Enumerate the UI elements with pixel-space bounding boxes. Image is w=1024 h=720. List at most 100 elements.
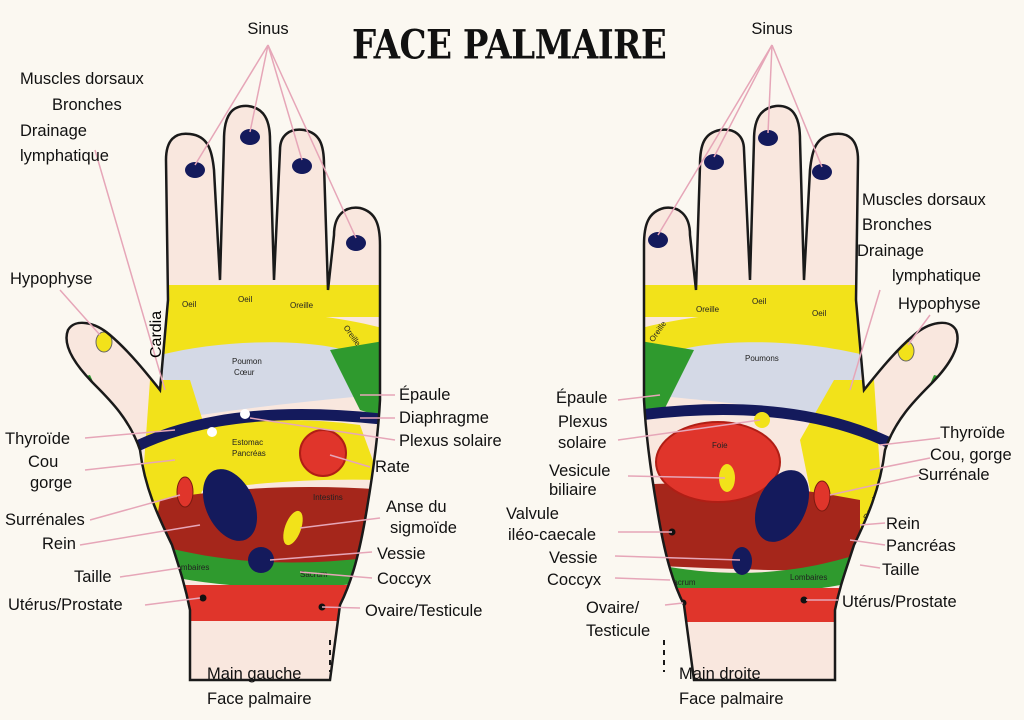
right-label-valvule-2: iléo-caecale — [508, 526, 597, 544]
left-zone-pancreas: Pancréas — [232, 449, 266, 458]
left-bladder-spot — [248, 547, 274, 573]
right-label-muscles-dorsaux: Muscles dorsaux — [862, 191, 986, 209]
left-label-sigmoide: sigmoïde — [390, 519, 457, 537]
right-caption-line2: Face palmaire — [679, 690, 784, 708]
right-label-plexus-2: solaire — [558, 434, 607, 452]
right-label-vesicule-2: biliaire — [549, 481, 597, 499]
right-lung-zone — [649, 342, 864, 420]
page-title: FACE PALMAIRE — [352, 22, 667, 70]
left-sinus-dot-4 — [346, 235, 366, 251]
left-uterus-dot — [199, 594, 207, 602]
left-shoulder-zone — [330, 340, 381, 420]
right-label-ovaire-1: Ovaire/ — [586, 599, 640, 617]
right-label-epaule: Épaule — [556, 389, 608, 407]
left-label-uterus: Utérus/Prostate — [8, 596, 123, 614]
right-shoulder-zone — [644, 340, 694, 420]
left-label-plexus: Plexus solaire — [399, 432, 502, 450]
left-zone-dorsales: Dorsales — [108, 455, 130, 487]
left-zone-cervicales: Cervicales — [78, 389, 102, 427]
left-sigmoid-spot — [283, 510, 303, 546]
left-zone-oeil-1: Oeil — [182, 300, 196, 309]
right-kidney-blob — [754, 470, 810, 542]
right-label-surrenale: Surrénale — [918, 466, 990, 484]
left-zone-lombaires: Lombaires — [172, 563, 209, 572]
right-hand: Oreille Oreille Oeil Oeil Poumons Foie S… — [614, 44, 959, 682]
right-label-valvule-1: Valvule — [506, 505, 559, 523]
left-zone-oeil-2: Oeil — [238, 295, 252, 304]
right-leader-lines — [614, 44, 941, 606]
right-label-cou-gorge: Cou, gorge — [930, 446, 1012, 464]
right-uterus-dot — [800, 596, 808, 604]
right-label-drainage: Drainage — [857, 242, 924, 260]
right-caption-line1: Main droite — [679, 665, 761, 683]
left-thumb-zone — [140, 380, 215, 520]
left-zone-oreille-1: Oreille — [290, 301, 314, 310]
left-spleen-spot — [299, 429, 347, 477]
left-caption-line1: Main gauche — [207, 665, 302, 683]
right-bladder-spot — [732, 547, 752, 575]
right-label-sinus: Sinus — [751, 20, 793, 38]
left-lung-zone — [160, 342, 375, 420]
left-label-diaphragme: Diaphragme — [399, 409, 489, 427]
left-adrenal-spot — [176, 476, 194, 508]
right-label-ovaire-2: Testicule — [586, 622, 651, 640]
left-plexus-dot-2 — [240, 409, 250, 419]
left-label-muscles-dorsaux: Muscles dorsaux — [20, 70, 144, 88]
left-label-taille: Taille — [74, 568, 112, 586]
right-label-uterus: Utérus/Prostate — [842, 593, 957, 611]
left-label-rate: Rate — [375, 458, 410, 476]
right-label-thyroide: Thyroïde — [940, 424, 1006, 442]
left-label-sinus: Sinus — [247, 20, 289, 38]
right-zone-foie: Foie — [712, 441, 728, 450]
right-zone-oreille-2: Oreille — [696, 305, 720, 314]
right-zone-poumons: Poumons — [745, 354, 779, 363]
right-label-taille: Taille — [882, 561, 920, 579]
left-zone-poumon: Poumon — [232, 357, 262, 366]
left-label-thyroide: Thyroïde — [5, 430, 71, 448]
left-leader-lines — [59, 44, 396, 609]
left-label-surrenales: Surrénales — [5, 511, 85, 529]
right-zone-sacrum: Sacrum — [668, 578, 696, 587]
left-zone-coeur: Cœur — [234, 368, 255, 377]
left-kidney-blob — [202, 469, 258, 541]
left-label-coccyx: Coccyx — [377, 570, 432, 588]
right-hand-outline — [642, 104, 959, 682]
left-hypophyse-dot — [95, 331, 113, 353]
left-label-cou: Cou — [28, 453, 59, 471]
left-eye-ear-band — [150, 285, 381, 317]
left-sinus-dot-1 — [185, 162, 205, 178]
right-label-bronches: Bronches — [862, 216, 932, 234]
right-label-vessie: Vessie — [549, 549, 598, 567]
right-sinus-dot-4 — [812, 164, 832, 180]
right-plexus-spot — [754, 412, 770, 428]
left-caption-line2: Face palmaire — [207, 690, 312, 708]
left-label-cardia: Cardia — [148, 310, 165, 358]
right-label-pancreas: Pancréas — [886, 537, 956, 555]
right-liver-zone — [655, 421, 781, 503]
left-label-ovaire: Ovaire/Testicule — [365, 602, 483, 620]
right-label-hypophyse: Hypophyse — [898, 295, 981, 313]
left-label-vessie: Vessie — [377, 545, 426, 563]
left-label-rein: Rein — [42, 535, 76, 553]
left-sinus-dot-3 — [292, 158, 312, 174]
right-label-coccyx: Coccyx — [547, 571, 602, 589]
right-sinus-dot-3 — [758, 130, 778, 146]
left-sinus-dot-2 — [240, 129, 260, 145]
left-pelvic-zone — [160, 585, 360, 621]
left-label-drainage: Drainage — [20, 122, 87, 140]
left-label-hypophyse: Hypophyse — [10, 270, 93, 288]
right-lumbar-band — [644, 545, 884, 594]
right-label-lymphatique: lymphatique — [892, 267, 981, 285]
right-label-vesicule-1: Vesicule — [549, 462, 611, 480]
left-label-lymphatique: lymphatique — [20, 147, 109, 165]
right-pelvic-zone — [664, 588, 864, 622]
right-adrenal-spot — [813, 480, 831, 512]
right-label-rein: Rein — [886, 515, 920, 533]
left-label-anse: Anse du — [386, 498, 447, 516]
left-hand-outline — [65, 104, 382, 682]
left-zone-intestins: Intestins — [313, 493, 343, 502]
left-label-epaule: Épaule — [399, 386, 451, 404]
left-zone-estomac: Estomac — [232, 438, 263, 447]
